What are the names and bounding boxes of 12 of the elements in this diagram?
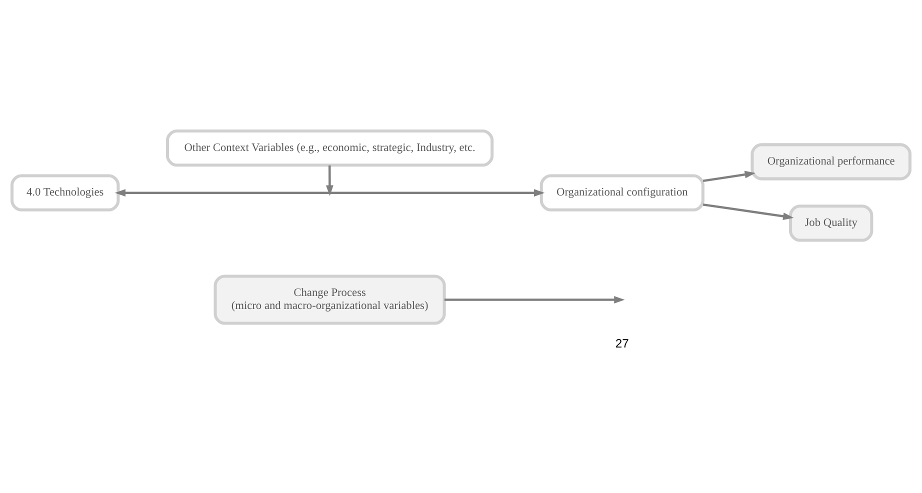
label: 27 <box>615 336 629 350</box>
node-box: Organizational performance <box>750 143 912 180</box>
arrow <box>326 165 334 196</box>
arrow <box>444 296 625 304</box>
node-box: 4.0 Technologies <box>10 174 120 212</box>
arrow <box>702 170 756 182</box>
node-box: Other Context Variables (e.g., economic, strategic, Industry, etc. <box>166 130 494 167</box>
arrow <box>702 203 794 220</box>
node-box: Job Quality <box>789 204 874 242</box>
arrow <box>114 189 545 197</box>
node-box: Organizational configuration <box>540 174 704 212</box>
node-box: Change Process (micro and macro-organizational variables) <box>214 274 446 325</box>
